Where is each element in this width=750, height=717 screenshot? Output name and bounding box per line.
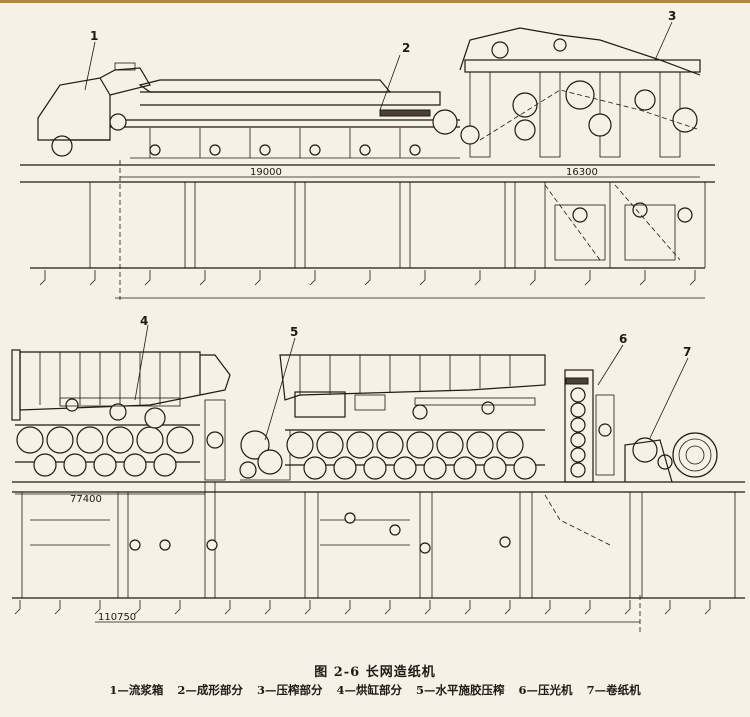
lower-section: 4 5 6 7 77400 110750 — [11, 314, 745, 632]
legend-item-size-press: 5—水平施胶压榨 — [416, 683, 505, 697]
forming-section — [109, 79, 460, 159]
callout-5: 5 — [290, 325, 298, 339]
dim-forming-length: 19000 — [250, 167, 282, 178]
top-accent-bar — [0, 0, 750, 3]
legend-item-reel: 7—卷纸机 — [586, 683, 641, 697]
callout-6: 6 — [619, 332, 627, 346]
legend-item-forming: 2—成形部分 — [177, 683, 243, 697]
calender — [564, 369, 615, 483]
figure-legend: 1—流浆箱 2—成形部分 3—压榨部分 4—烘缸部分 5—水平施胶压榨 6—压光… — [0, 682, 750, 698]
dryer-section-2 — [279, 354, 611, 554]
callout-4: 4 — [140, 314, 148, 328]
headbox — [37, 62, 151, 157]
press-section — [459, 27, 701, 261]
legend-item-calender: 6—压光机 — [518, 683, 573, 697]
legend-item-press: 3—压榨部分 — [256, 683, 323, 697]
legend-item-dryer: 4—烘缸部分 — [336, 683, 402, 697]
upper-callouts: 1 2 3 — [84, 9, 676, 111]
figure-caption: 图 2-6 长网造纸机 — [314, 665, 436, 680]
callout-7: 7 — [683, 345, 691, 359]
legend-item-headbox: 1—流浆箱 — [109, 683, 164, 697]
lower-foundation-hooks — [14, 600, 711, 615]
callout-3: 3 — [668, 9, 676, 23]
size-press — [239, 430, 291, 481]
callout-1: 1 — [90, 29, 98, 43]
dim-dryer-length: 77400 — [70, 494, 102, 505]
upper-foundation-hooks — [39, 270, 696, 286]
lower-columns — [21, 482, 736, 632]
dryer-section — [11, 349, 231, 551]
dim-total-length: 110750 — [98, 612, 136, 623]
lower-callouts: 4 5 6 7 — [134, 314, 691, 441]
dim-press-length: 16300 — [566, 167, 598, 178]
reel — [624, 432, 718, 483]
upper-section: 1 2 3 19000 16300 — [20, 9, 715, 300]
callout-2: 2 — [402, 41, 410, 55]
upper-columns — [89, 160, 706, 300]
